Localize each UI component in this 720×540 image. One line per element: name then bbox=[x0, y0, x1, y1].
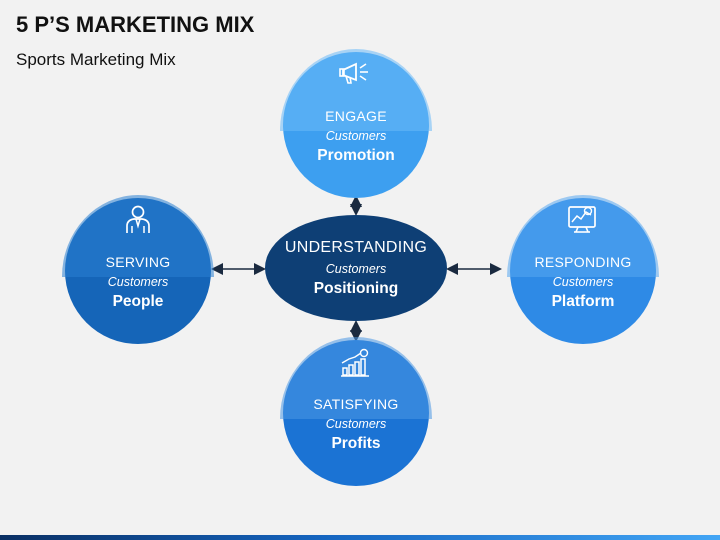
node-serving-label: SERVING bbox=[105, 253, 171, 270]
node-responding: RESPONDING Customers Platform bbox=[507, 195, 659, 344]
node-responding-p: Platform bbox=[551, 292, 615, 310]
node-satisfying-p: Profits bbox=[331, 434, 381, 452]
page-subtitle: Sports Marketing Mix bbox=[16, 50, 176, 69]
node-engage-label: ENGAGE bbox=[325, 107, 387, 124]
node-engage-sub: Customers bbox=[325, 128, 387, 143]
node-engage: ENGAGE Customers Promotion bbox=[280, 49, 432, 198]
node-responding-sub: Customers bbox=[552, 274, 614, 289]
growth-chart-icon bbox=[341, 348, 369, 377]
node-satisfying-label: SATISFYING bbox=[313, 395, 399, 412]
analytics-icon bbox=[568, 206, 596, 233]
footer-accent-bar bbox=[0, 535, 720, 540]
node-satisfying-sub: Customers bbox=[325, 416, 387, 431]
page-title: 5 P’S MARKETING MIX bbox=[16, 12, 255, 37]
node-understanding: UNDERSTANDING Customers Positioning bbox=[265, 215, 447, 321]
person-icon bbox=[126, 205, 150, 233]
node-serving-p: People bbox=[112, 292, 164, 310]
megaphone-icon bbox=[339, 62, 368, 84]
node-understanding-p: Positioning bbox=[313, 279, 399, 297]
node-satisfying: SATISFYING Customers Profits bbox=[280, 337, 432, 486]
node-responding-label: RESPONDING bbox=[534, 253, 632, 270]
node-serving: SERVING Customers People bbox=[62, 195, 214, 344]
node-understanding-label: UNDERSTANDING bbox=[284, 238, 428, 256]
node-serving-sub: Customers bbox=[107, 274, 169, 289]
node-engage-p: Promotion bbox=[317, 146, 395, 164]
node-understanding-sub: Customers bbox=[325, 261, 387, 276]
